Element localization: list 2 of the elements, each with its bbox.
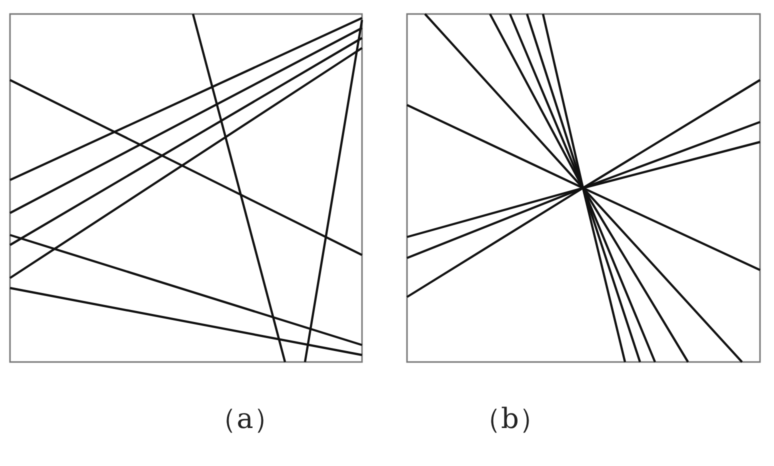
panel-label: （a） — [208, 401, 282, 437]
panel-label: （b） — [473, 401, 547, 437]
